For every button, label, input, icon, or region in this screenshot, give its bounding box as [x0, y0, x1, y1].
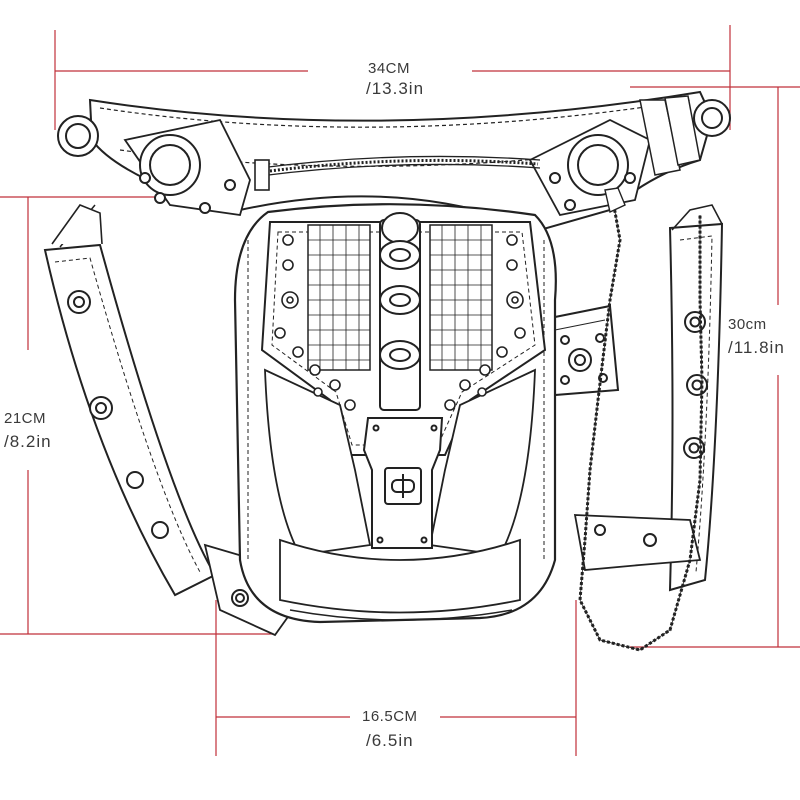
rivet-icon — [126, 471, 144, 489]
strap-length-cm-label: 30cm — [728, 316, 767, 333]
rivet-icon — [560, 335, 570, 345]
rivet-icon — [282, 259, 294, 271]
turn-lock-icon — [362, 417, 444, 549]
rivet-icon — [595, 333, 605, 343]
rivet-icon — [282, 234, 294, 246]
rivet-icon — [292, 346, 304, 358]
rivet-icon — [477, 387, 487, 397]
bottom-width-cm-label: 16.5CM — [362, 708, 418, 725]
rivet-icon — [459, 379, 471, 391]
mesh-panels — [307, 224, 493, 371]
flap-rivets — [274, 234, 526, 411]
center-strap — [379, 212, 421, 411]
rivet-icon — [329, 379, 341, 391]
width-cm-label: 34CM — [368, 60, 411, 77]
rivet-icon — [506, 234, 518, 246]
rivet-icon — [344, 399, 356, 411]
rivet-icon — [274, 327, 286, 339]
rivet-icon — [309, 364, 321, 376]
left-height-cm-label: 21CM — [4, 410, 47, 427]
zipper-icon — [254, 155, 541, 191]
belt-hardware — [57, 99, 731, 214]
rivet-icon — [151, 521, 169, 539]
bottom-width-in-label: /6.5in — [366, 731, 414, 750]
rivet-icon — [444, 399, 456, 411]
rivet-icon — [496, 346, 508, 358]
rivet-icon — [549, 172, 561, 184]
rivet-icon — [643, 533, 657, 547]
rivet-icon — [506, 259, 518, 271]
rivet-icon — [514, 327, 526, 339]
chain-icon — [578, 187, 704, 652]
rivet-icon — [139, 172, 151, 184]
rivet-icon — [154, 192, 166, 204]
bag-bottom — [289, 609, 513, 621]
left-height-in-label: /8.2in — [4, 432, 52, 451]
rivet-icon — [624, 172, 636, 184]
dimension-lines — [0, 25, 800, 756]
rivet-icon — [560, 375, 570, 385]
rivet-icon — [594, 524, 606, 536]
rivet-icon — [479, 364, 491, 376]
rivet-icon — [199, 202, 211, 214]
strap-length-in-label: /11.8in — [728, 338, 785, 357]
rivet-icon — [313, 387, 323, 397]
right-leg-strap — [573, 204, 724, 592]
width-in-label: /13.3in — [366, 79, 425, 98]
rivet-icon — [224, 179, 236, 191]
rivet-icon — [564, 199, 576, 211]
o-ring-icon — [381, 212, 419, 244]
